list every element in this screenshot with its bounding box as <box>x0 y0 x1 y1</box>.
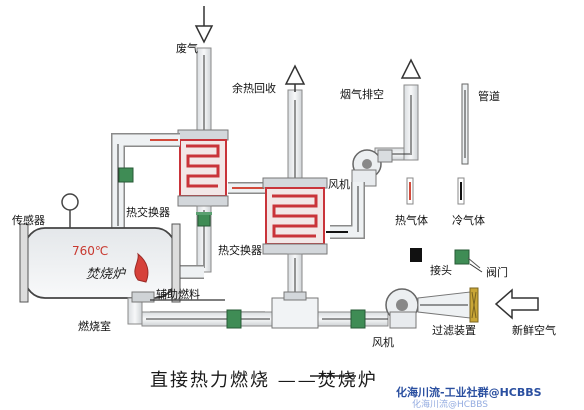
hot-gas-label: 热气体 <box>395 214 428 227</box>
valve-bottom-left-icon <box>226 309 242 329</box>
fan-top-label: 风机 <box>328 178 350 191</box>
temperature-sensor-icon <box>61 193 79 228</box>
fan-bottom-label: 风机 <box>372 336 394 349</box>
waste-gas-down-arrow-icon <box>194 6 214 44</box>
fan-bottom <box>385 288 419 329</box>
diagram-title: 直接热力燃烧 ——焚烧炉 <box>150 370 378 391</box>
fresh-air-arrow-icon <box>494 288 539 320</box>
mixing-tee <box>271 291 319 329</box>
cold-gas-legend-icon <box>457 177 465 205</box>
flue-gas-up-arrow-icon <box>400 58 422 79</box>
watermark-primary: 化海川流-工业社群@HCBBS <box>396 386 542 399</box>
cold-gas-label: 冷气体 <box>452 214 485 227</box>
hot-gas-legend-icon <box>406 177 414 205</box>
filter-device-label: 过滤装置 <box>432 324 476 337</box>
fan-top <box>351 149 393 187</box>
connector-label: 接头 <box>430 264 452 277</box>
flame-icon <box>134 252 149 283</box>
flue-gas-exhaust-label: 烟气排空 <box>340 88 384 101</box>
combustion-chamber-label: 燃烧室 <box>78 320 111 333</box>
heat-recovery-label: 余热回收 <box>232 82 276 95</box>
valve-label: 阀门 <box>486 266 508 279</box>
sensor-label: 传感器 <box>12 214 45 227</box>
filter-device <box>417 287 479 323</box>
aux-fuel-label: 辅助燃料 <box>156 288 200 301</box>
heat-recovery-pipe <box>287 89 303 186</box>
connector-legend-icon <box>410 248 422 262</box>
pipeline-legend-icon <box>461 83 469 165</box>
watermark-secondary: 化海川流@HCBBS <box>412 400 488 410</box>
fresh-air-label: 新鲜空气 <box>512 324 556 337</box>
valve-upper-icon <box>196 212 212 227</box>
heat-exchanger-center-label: 热交换器 <box>218 244 262 257</box>
valve-bottom-right-icon <box>350 309 366 329</box>
waste-gas-label: 废气 <box>176 42 198 55</box>
incinerator-furnace <box>19 223 181 303</box>
heat-recovery-up-arrow-icon <box>284 64 306 92</box>
furnace-to-exchanger-pipe <box>111 133 180 230</box>
combustion-burner <box>127 291 155 325</box>
incinerator-label: 焚烧炉 <box>86 267 126 282</box>
valve-left-icon <box>118 167 134 183</box>
heat-exchanger-upper <box>177 129 229 207</box>
valve-legend-icon <box>454 249 483 273</box>
flue-gas-stack <box>403 84 419 161</box>
pipeline-label: 管道 <box>478 90 500 103</box>
valve-legend-leader <box>467 257 481 269</box>
waste-gas-inlet-pipe <box>196 47 212 139</box>
heat-exchanger-left-label: 热交换器 <box>126 206 170 219</box>
heat-exchanger-center <box>262 177 328 255</box>
furnace-temperature-readout: 760℃ <box>72 244 109 258</box>
center-exchanger-down-pipe <box>287 253 303 300</box>
